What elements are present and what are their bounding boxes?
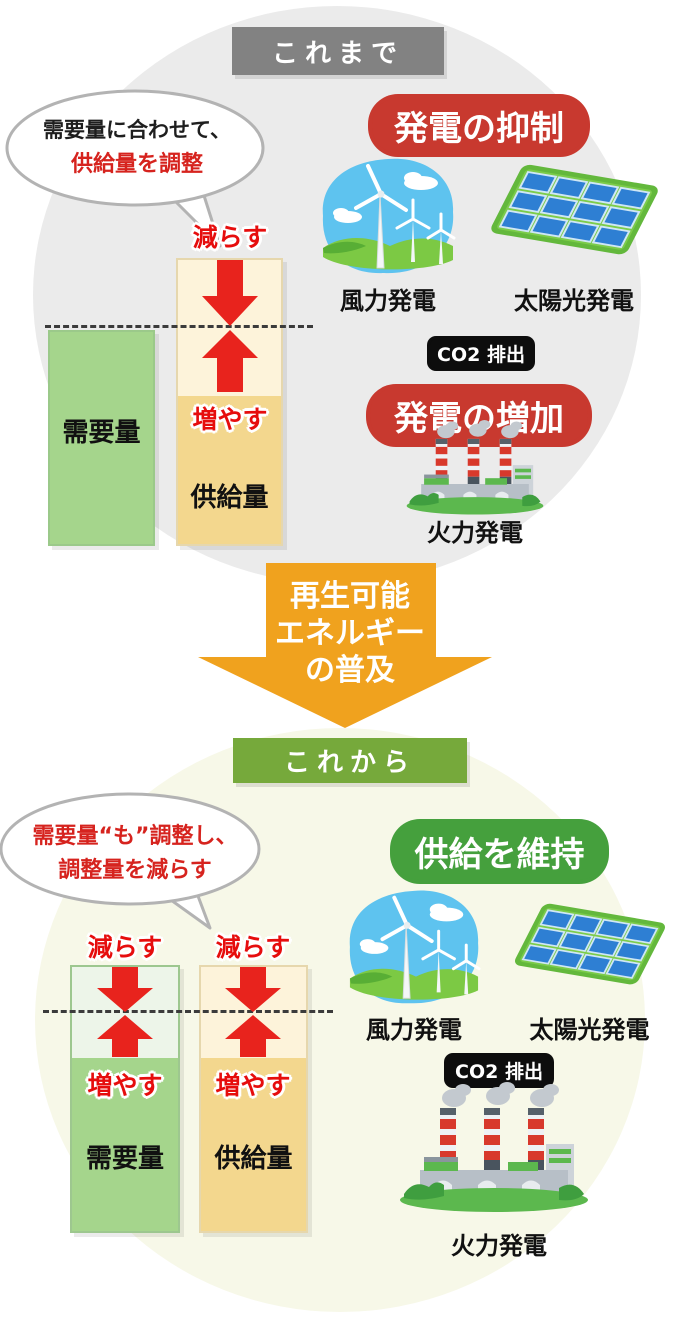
top-speech-bubble: 需要量に合わせて、 供給量を調整 bbox=[2, 88, 272, 250]
top-balance-dashed-line bbox=[45, 325, 313, 328]
bottom-supply-label: 供給量 bbox=[214, 1144, 293, 1174]
thermal-power-illustration bbox=[400, 1082, 588, 1212]
thermal-power-illustration bbox=[406, 420, 544, 515]
top-supply-label: 供給量 bbox=[190, 483, 269, 513]
bottom-co2-badge: CO2 排出 bbox=[447, 1056, 551, 1085]
bottom-supply-arrow-up-icon bbox=[225, 1015, 281, 1057]
solar-power-illustration bbox=[491, 164, 658, 255]
bottom-balance-dashed-line bbox=[43, 1010, 333, 1013]
speech-bubble-shape bbox=[5, 89, 265, 248]
curtailment-title-badge: 発電の抑制 bbox=[372, 98, 586, 153]
bottom-thermal-label: 火力発電 bbox=[451, 1232, 547, 1260]
bottom-wind-label: 風力発電 bbox=[366, 1016, 462, 1044]
bottom-demand-label: 需要量 bbox=[85, 1144, 164, 1174]
transition-line3: の普及 bbox=[305, 653, 395, 688]
top-demand-bar bbox=[48, 330, 155, 546]
top-bubble-line1: 需要量に合わせて、 bbox=[43, 118, 231, 142]
bottom-bubble-line1: 需要量“も”調整し、 bbox=[32, 824, 238, 849]
bottom-speech-bubble: 需要量“も”調整し、 調整量を減らす bbox=[0, 790, 270, 938]
top-demand-label: 需要量 bbox=[62, 418, 141, 448]
bottom-banner-label: これから bbox=[283, 748, 416, 778]
bottom-supply-increase-label: 増やす bbox=[215, 1071, 291, 1100]
top-banner-label: これまで bbox=[271, 38, 404, 69]
curtailment-title: 発電の抑制 bbox=[394, 109, 564, 149]
bottom-demand-arrow-up-icon bbox=[97, 1015, 153, 1057]
bottom-demand-arrow-down-icon bbox=[97, 967, 153, 1012]
bottom-supply-arrow-down-icon bbox=[225, 967, 281, 1012]
bottom-demand-increase-label: 増やす bbox=[87, 1071, 163, 1100]
top-decrease-label: 減らす bbox=[192, 223, 268, 252]
bottom-section-banner: これから bbox=[233, 738, 467, 783]
bottom-supply-decrease-label: 減らす bbox=[215, 933, 291, 962]
top-thermal-label: 火力発電 bbox=[427, 519, 523, 547]
top-arrow-down-icon bbox=[202, 260, 258, 326]
top-co2-badge: CO2 排出 bbox=[430, 339, 532, 368]
maintain-title-badge: 供給を維持 bbox=[394, 823, 605, 880]
top-bubble-line2: 供給量を調整 bbox=[70, 152, 203, 177]
top-solar-label: 太陽光発電 bbox=[514, 287, 634, 315]
top-section-banner: これまで bbox=[232, 27, 444, 75]
top-supply-bar bbox=[176, 258, 283, 546]
transition-line1: 再生可能 bbox=[290, 579, 410, 614]
wind-power-illustration bbox=[349, 890, 481, 1004]
bottom-bubble-line2: 調整量を減らす bbox=[58, 858, 212, 883]
solar-power-illustration bbox=[514, 903, 665, 985]
transition-arrow-text: 再生可能 エネルギー の普及 bbox=[240, 578, 460, 689]
wind-power-illustration bbox=[322, 158, 456, 274]
transition-arrow-shape bbox=[198, 563, 492, 728]
top-arrow-up-icon bbox=[202, 330, 258, 392]
maintain-title: 供給を維持 bbox=[414, 835, 585, 875]
transition-line2: エネルギー bbox=[275, 616, 425, 651]
top-wind-label: 風力発電 bbox=[340, 287, 436, 315]
top-increase-label: 増やす bbox=[192, 405, 268, 434]
bottom-solar-label: 太陽光発電 bbox=[529, 1016, 650, 1044]
top-co2-label: CO2 排出 bbox=[437, 344, 525, 366]
bottom-co2-label: CO2 排出 bbox=[455, 1061, 543, 1083]
bottom-demand-decrease-label: 減らす bbox=[87, 933, 163, 962]
speech-bubble-shape bbox=[0, 792, 261, 930]
